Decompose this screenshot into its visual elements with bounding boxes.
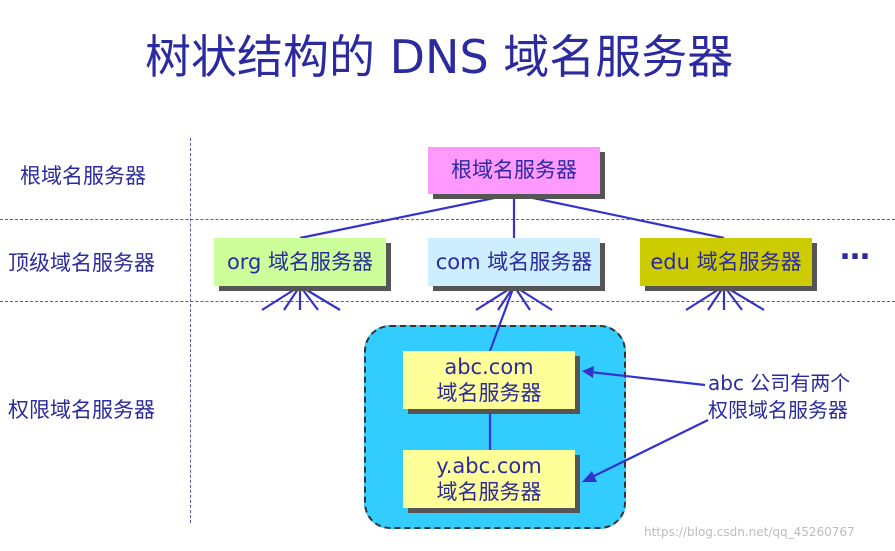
root-server-label: 根域名服务器 [451,158,577,183]
edge-root-org [299,192,515,240]
abc-com-domain: abc.com [444,354,534,379]
root-server-node: 根域名服务器 [428,147,600,194]
label-column-divider [190,138,191,523]
edu-fanout [685,285,765,311]
y-abc-com-server-label: 域名服务器 [436,480,542,504]
org-server-node: org 域名服务器 [214,238,386,286]
abc-note-line1: abc 公司有两个 [708,371,851,395]
y-abc-com-domain: y.abc.com [436,453,542,478]
watermark: https://blog.csdn.net/qq_45260767 [644,525,855,539]
more-servers-ellipsis: … [840,232,871,267]
com-server-node: com 域名服务器 [428,238,600,286]
com-server-label: com 域名服务器 [435,249,593,274]
edu-server-label: edu 域名服务器 [650,249,802,274]
com-fanout [475,285,553,311]
y-abc-com-server-node: y.abc.com 域名服务器 [403,450,575,508]
abc-note-line2: 权限域名服务器 [708,398,848,422]
level-label-top-level: 顶级域名服务器 [8,251,155,275]
note-arrow-abc [589,370,706,387]
level-divider-lower [0,301,895,302]
level-label-root: 根域名服务器 [20,164,146,188]
org-server-label: org 域名服务器 [226,249,374,274]
edu-server-node: edu 域名服务器 [640,238,812,286]
edge-com-abc [488,285,516,352]
abc-com-server-node: abc.com 域名服务器 [403,351,575,409]
level-label-authoritative: 权限域名服务器 [8,398,155,422]
page-title: 树状结构的 DNS 域名服务器 [145,30,734,84]
edge-root-edu [513,192,725,240]
abc-note: abc 公司有两个 权限域名服务器 [708,370,850,424]
note-arrowhead-abc [582,366,594,378]
note-arrowhead-yabc [582,471,597,482]
level-divider-upper [0,219,895,220]
org-fanout [261,285,341,311]
abc-com-server-label: 域名服务器 [436,381,542,405]
note-arrow-yabc [589,419,709,479]
